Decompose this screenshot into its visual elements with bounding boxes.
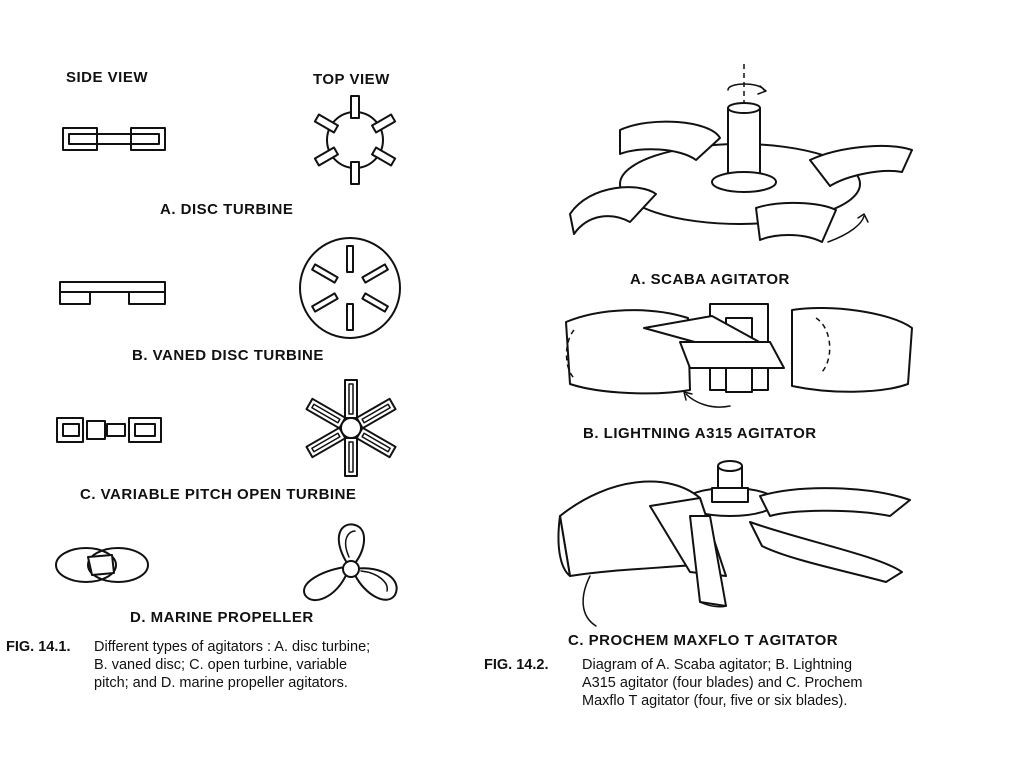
fig-14-2-caption-line1: Diagram of A. Scaba agitator; B. Lightni… [582, 657, 853, 673]
fig-14-2-caption-line3: Maxflo T agitator (four, five or six bla… [582, 693, 848, 709]
disc-turbine-top-icon [313, 95, 397, 185]
marine-propeller-top-icon [303, 523, 398, 601]
fig-14-1-caption-line3: pitch; and D. marine propeller agitators… [94, 675, 348, 691]
side-view-header: SIDE VIEW [66, 69, 149, 86]
lightning-a315-icon [565, 303, 913, 408]
variable-pitch-top-icon [305, 379, 397, 477]
scaba-agitator-label: A. SCABA AGITATOR [630, 271, 790, 288]
disc-turbine-label: A. DISC TURBINE [160, 201, 294, 218]
fig-14-2-number: FIG. 14.2. [484, 657, 549, 673]
fig-14-1-caption-line1: Different types of agitators : A. disc t… [94, 639, 371, 655]
marine-propeller-label: D. MARINE PROPELLER [130, 609, 314, 626]
fig-14-2-caption: FIG. 14.2. Diagram of A. Scaba agitator;… [484, 657, 1014, 711]
disc-turbine-side-icon [62, 127, 166, 151]
marine-propeller-side-icon [55, 547, 149, 583]
fig-14-1-caption: FIG. 14.1. Different types of agitators … [6, 639, 476, 693]
fig-14-1-caption-line2: B. vaned disc; C. open turbine, variable [94, 657, 348, 673]
fig-14-1-number: FIG. 14.1. [6, 639, 71, 655]
lightning-a315-label: B. LIGHTNING A315 AGITATOR [583, 425, 817, 442]
top-view-header: TOP VIEW [313, 71, 390, 88]
prochem-maxflo-t-icon [557, 460, 911, 627]
variable-pitch-side-icon [56, 417, 162, 443]
scaba-agitator-icon [569, 64, 913, 243]
fig-14-2-caption-line2: A315 agitator (four blades) and C. Proch… [582, 675, 863, 691]
prochem-maxflo-t-label: C. PROCHEM MAXFLO T AGITATOR [568, 632, 839, 649]
vaned-disc-top-icon [299, 237, 401, 339]
vaned-disc-side-icon [59, 281, 166, 305]
variable-pitch-open-turbine-label: C. VARIABLE PITCH OPEN TURBINE [80, 486, 357, 503]
vaned-disc-turbine-label: B. VANED DISC TURBINE [132, 347, 324, 364]
